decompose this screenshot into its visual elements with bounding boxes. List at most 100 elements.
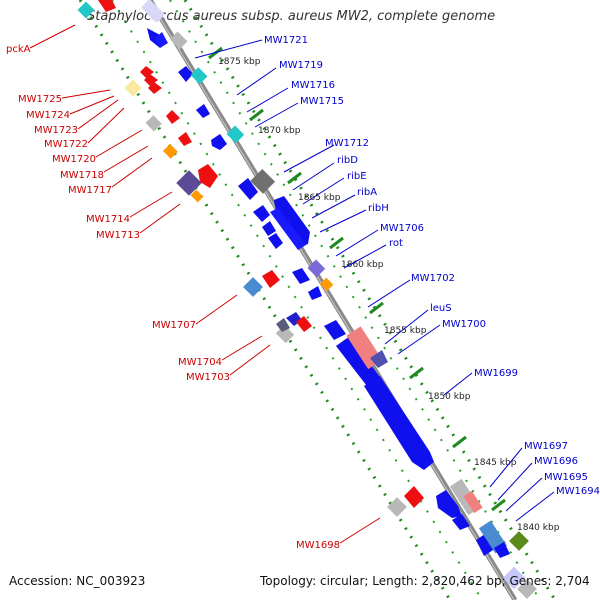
gene-block[interactable] — [250, 168, 276, 194]
gene-block[interactable] — [169, 31, 188, 50]
gene-block[interactable] — [319, 277, 334, 292]
gene-block[interactable] — [77, 1, 95, 19]
gene-label-reverse[interactable]: MW1720 — [52, 154, 96, 165]
gene-label-forward[interactable]: MW1721 — [264, 35, 308, 46]
forward-gene[interactable] — [253, 205, 270, 222]
gene-label-reverse[interactable]: MW1698 — [296, 540, 340, 551]
forward-gene[interactable] — [494, 542, 510, 558]
reverse-gene[interactable] — [178, 132, 192, 146]
gene-block[interactable] — [124, 79, 142, 97]
reverse-gene[interactable] — [276, 318, 290, 332]
reverse-gene[interactable] — [144, 74, 158, 86]
gene-block[interactable] — [243, 277, 263, 297]
reverse-gene[interactable] — [404, 486, 424, 508]
gene-label-forward[interactable]: MW1694 — [556, 486, 600, 497]
gene-label-forward[interactable]: rot — [389, 238, 403, 249]
gene-label-reverse[interactable]: pckA — [6, 44, 31, 55]
gene-block[interactable] — [463, 490, 483, 514]
scale-tick — [329, 236, 344, 250]
label-leader — [283, 144, 335, 173]
reverse-gene[interactable] — [198, 164, 218, 188]
gene-label-reverse[interactable]: MW1707 — [152, 320, 196, 331]
forward-gene[interactable] — [238, 178, 258, 200]
gene-label-forward[interactable]: MW1716 — [291, 80, 335, 91]
gene-block[interactable] — [190, 189, 204, 203]
gene-label-reverse[interactable]: MW1704 — [178, 357, 222, 368]
label-leader — [95, 129, 143, 158]
forward-gene[interactable] — [270, 208, 306, 250]
forward-gene[interactable] — [308, 286, 322, 300]
label-leader — [221, 335, 263, 361]
reverse-genes — [77, 0, 424, 517]
gene-label-reverse[interactable]: MW1718 — [60, 170, 104, 181]
forward-gene[interactable] — [196, 104, 210, 118]
gene-block[interactable] — [140, 0, 166, 24]
gene-label-forward[interactable]: MW1712 — [325, 138, 369, 149]
forward-gene[interactable] — [336, 336, 382, 390]
forward-gene[interactable] — [292, 268, 310, 284]
forward-gene[interactable] — [274, 196, 310, 246]
forward-gene[interactable] — [436, 490, 462, 518]
gene-block[interactable] — [190, 67, 208, 85]
forward-gene[interactable] — [452, 514, 470, 530]
forward-gene[interactable] — [211, 134, 227, 150]
gene-label-forward[interactable]: ribA — [357, 187, 377, 198]
gene-label-forward[interactable]: leuS — [430, 303, 452, 314]
gene-label-forward[interactable]: ribH — [368, 203, 389, 214]
gene-label-forward[interactable]: MW1700 — [442, 319, 486, 330]
forward-gene[interactable] — [364, 376, 434, 470]
forward-gene[interactable] — [262, 221, 276, 236]
genome-backbone — [147, 0, 518, 600]
gene-label-reverse[interactable]: MW1724 — [26, 110, 70, 121]
label-leader — [319, 209, 367, 233]
gene-label-reverse[interactable]: MW1723 — [34, 125, 78, 136]
gene-label-reverse[interactable]: MW1713 — [96, 230, 140, 241]
gene-block[interactable] — [387, 497, 407, 517]
gene-label-reverse[interactable]: MW1725 — [18, 94, 62, 105]
forward-gene[interactable] — [268, 233, 283, 249]
gene-block[interactable] — [502, 566, 526, 590]
label-leader — [311, 194, 356, 219]
gene-label-forward[interactable]: MW1715 — [300, 96, 344, 107]
label-leader — [77, 99, 119, 130]
gene-label-reverse[interactable]: MW1703 — [186, 372, 230, 383]
reverse-gene[interactable] — [166, 110, 180, 124]
forward-gene[interactable] — [178, 66, 193, 82]
gene-block[interactable] — [145, 115, 162, 132]
gene-label-reverse[interactable]: MW1714 — [86, 214, 130, 225]
reverse-gene[interactable] — [148, 82, 162, 94]
label-leader — [195, 294, 238, 325]
forward-gene[interactable] — [155, 32, 168, 48]
gene-label-forward[interactable]: MW1696 — [534, 456, 578, 467]
reverse-gene[interactable] — [262, 270, 280, 288]
gene-block[interactable] — [226, 125, 245, 144]
label-leader — [254, 102, 299, 128]
gene-label-reverse[interactable]: MW1717 — [68, 185, 112, 196]
label-leader — [335, 229, 379, 257]
label-leader — [111, 157, 153, 188]
gene-label-forward[interactable]: MW1702 — [411, 273, 455, 284]
forward-gene[interactable] — [370, 350, 388, 368]
gene-label-forward[interactable]: MW1699 — [474, 368, 518, 379]
reverse-gene[interactable] — [296, 316, 312, 332]
scale-tick — [409, 366, 424, 380]
forward-genes — [140, 0, 537, 599]
reverse-gene[interactable] — [98, 0, 116, 12]
gene-label-forward[interactable]: MW1695 — [544, 472, 588, 483]
gene-label-forward[interactable]: ribD — [337, 155, 358, 166]
label-leader — [29, 24, 76, 49]
reverse-gene[interactable] — [140, 66, 154, 78]
gene-block[interactable] — [162, 143, 178, 159]
gene-label-forward[interactable]: MW1706 — [380, 223, 424, 234]
gene-block[interactable] — [509, 531, 529, 551]
gene-label-forward[interactable]: MW1697 — [524, 441, 568, 452]
gene-label-forward[interactable]: ribE — [347, 171, 367, 182]
scale-tick — [452, 435, 467, 449]
gene-label-forward[interactable]: MW1719 — [279, 60, 323, 71]
gene-block[interactable] — [517, 579, 537, 599]
label-leader — [194, 39, 263, 59]
forward-gene[interactable] — [324, 320, 346, 340]
gene-block[interactable] — [307, 259, 326, 278]
gene-label-reverse[interactable]: MW1722 — [44, 139, 88, 150]
label-leader — [384, 309, 429, 345]
